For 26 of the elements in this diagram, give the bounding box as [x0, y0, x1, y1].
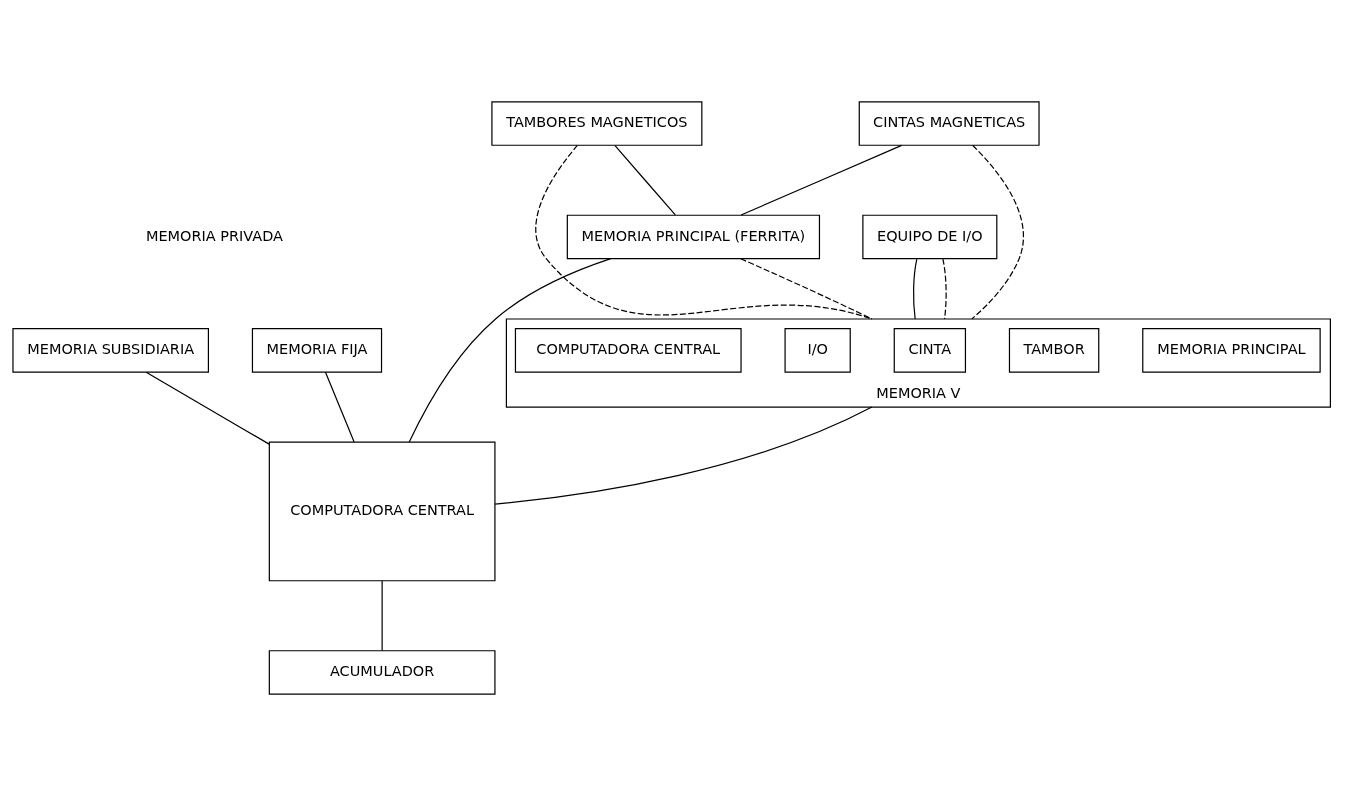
- connector: [740, 144, 903, 216]
- connector: [614, 144, 676, 216]
- node-box: ACUMULADOR: [268, 649, 496, 695]
- connector: [494, 405, 873, 505]
- node-box: CINTAS MAGNETICAS: [858, 100, 1040, 146]
- node-box: MEMORIA PRINCIPAL (FERRITA): [566, 214, 821, 259]
- node-box: MEMORIA PRINCIPAL: [1142, 327, 1321, 373]
- label: MEMORIA PRIVADA: [145, 227, 283, 244]
- connector: [408, 257, 612, 443]
- node-box: CINTA: [893, 327, 967, 373]
- connector: [381, 579, 383, 651]
- connector: [942, 257, 947, 320]
- connector: [324, 371, 355, 443]
- node-box: COMPUTADORA CENTRAL: [268, 440, 496, 581]
- node-box: TAMBOR: [1008, 327, 1100, 373]
- connector: [535, 144, 873, 320]
- node-box: I/O: [784, 327, 851, 373]
- connector: [912, 257, 918, 320]
- node-box: TAMBORES MAGNETICOS: [491, 100, 703, 146]
- connector: [145, 371, 270, 445]
- node-box: EQUIPO DE I/O: [862, 214, 998, 259]
- node-box: MEMORIA FIJA: [251, 327, 383, 373]
- connector: [971, 144, 1025, 320]
- connector: [740, 257, 873, 320]
- node-box: MEMORIA SUBSIDIARIA: [12, 327, 209, 373]
- node-box: COMPUTADORA CENTRAL: [514, 327, 742, 373]
